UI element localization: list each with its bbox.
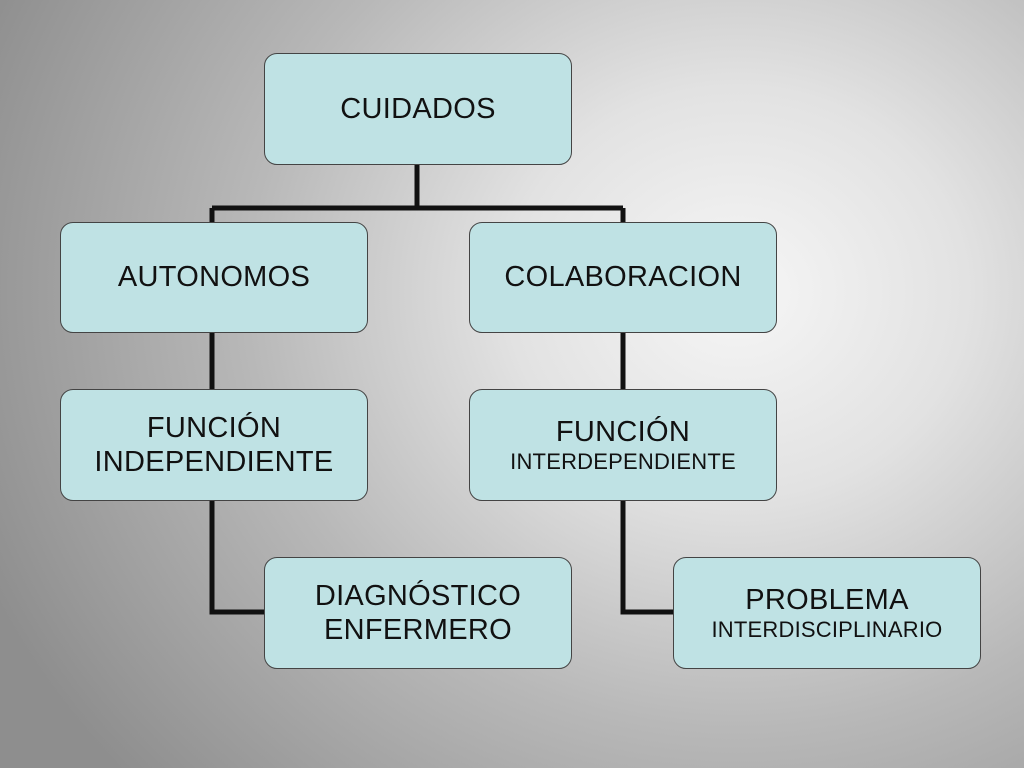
node-funcion-interdependiente: FUNCIÓN INTERDEPENDIENTE <box>469 389 777 501</box>
node-funcion-independiente: FUNCIÓN INDEPENDIENTE <box>60 389 368 501</box>
node-cuidados: CUIDADOS <box>264 53 572 165</box>
node-problema-interdisciplinario: PROBLEMA INTERDISCIPLINARIO <box>673 557 981 669</box>
node-cuidados-label: CUIDADOS <box>340 92 496 125</box>
node-diagnostico-enfermero-line1: DIAGNÓSTICO <box>314 579 522 612</box>
node-funcion-independiente-line2: INDEPENDIENTE <box>94 446 334 478</box>
node-autonomos-label: AUTONOMOS <box>117 261 311 294</box>
node-funcion-independiente-line1: FUNCIÓN <box>146 411 282 444</box>
node-colaboracion-label: COLABORACION <box>504 261 742 294</box>
node-autonomos: AUTONOMOS <box>60 222 368 333</box>
node-funcion-interdependiente-line2: INTERDEPENDIENTE <box>510 449 736 475</box>
node-problema-interdisciplinario-line1: PROBLEMA <box>745 583 909 616</box>
node-diagnostico-enfermero-line2: ENFERMERO <box>324 614 512 646</box>
node-problema-interdisciplinario-line2: INTERDISCIPLINARIO <box>711 617 943 643</box>
node-funcion-interdependiente-line1: FUNCIÓN <box>555 415 691 448</box>
node-diagnostico-enfermero: DIAGNÓSTICO ENFERMERO <box>264 557 572 669</box>
node-colaboracion: COLABORACION <box>469 222 777 333</box>
